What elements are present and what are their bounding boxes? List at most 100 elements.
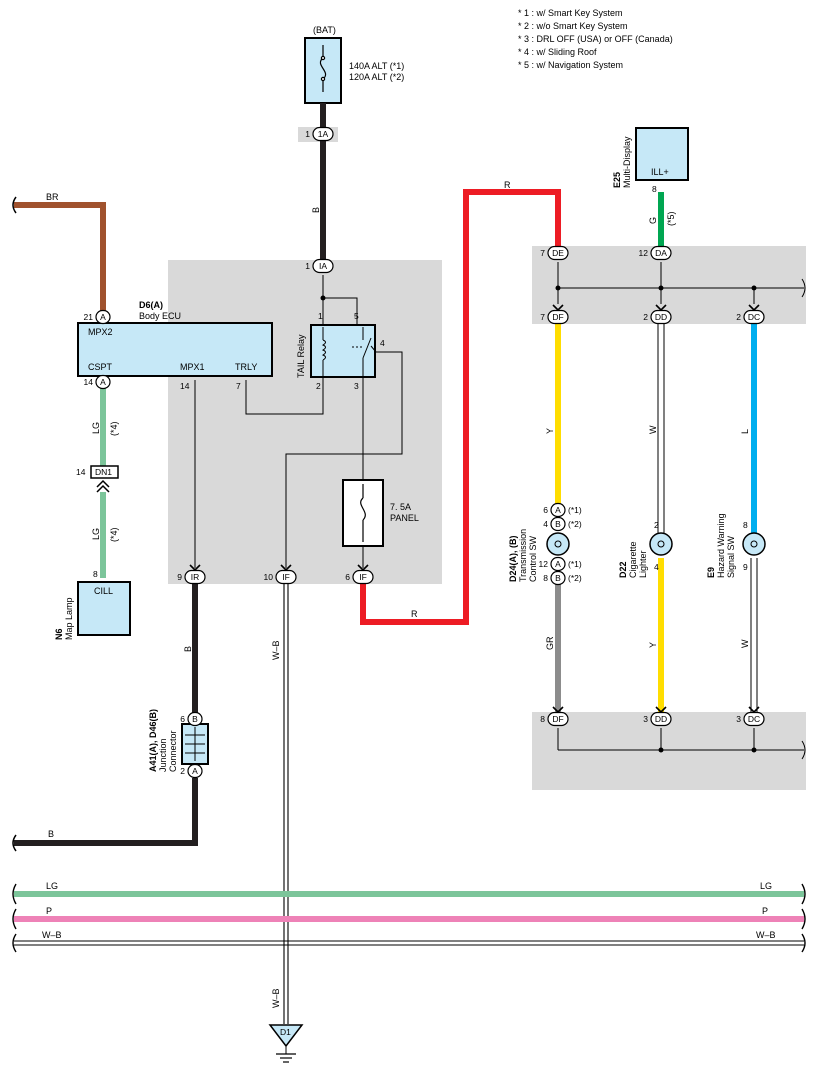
connector-cIF10-chevron-icon [280, 564, 292, 572]
d22-id: D22 [618, 561, 628, 578]
connector-jA-code: A [192, 766, 198, 776]
multi-display-box [635, 127, 689, 181]
wire-label-g: G [648, 217, 658, 224]
map-lamp-box [77, 581, 131, 636]
connector-cIA-code: IA [319, 261, 327, 271]
tail-relay-box [310, 324, 376, 378]
connector-d24a6-note: (*1) [568, 505, 582, 515]
wire-label-lg-lower: LG [91, 528, 101, 540]
connector-d24a12-code: A [555, 559, 561, 569]
multi-display-name: Multi-Display [622, 136, 632, 188]
footnote-2: * 2 : w/o Smart Key System [518, 21, 628, 31]
e9-line1: Hazard Warning [716, 513, 726, 578]
wire-label-wb-lower: W–B [271, 988, 281, 1008]
wire-b-out [14, 778, 198, 846]
connector-cDC3-code: DC [748, 714, 760, 724]
wire-label-lg-upper: LG [91, 422, 101, 434]
wire-label-w-lower: W [740, 639, 750, 648]
d24-line1: Transmission [518, 529, 528, 582]
relay-pin-5: 5 [354, 311, 359, 321]
wire-label-lg-upper-note: (*4) [109, 421, 119, 436]
map-lamp-terminal: CILL [94, 586, 113, 596]
connector-cIA-pin: 1 [305, 261, 310, 271]
wire-label-lg-lower-note: (*4) [109, 527, 119, 542]
footnote-4: * 4 : w/ Sliding Roof [518, 47, 597, 57]
connector-d24b8-note: (*2) [568, 573, 582, 583]
footnote-1: * 1 : w/ Smart Key System [518, 8, 623, 18]
dn1-connector-code: DN1 [95, 467, 112, 477]
wire-label-b-ir: B [183, 646, 193, 652]
bus-label-p-right: P [762, 906, 768, 916]
map-lamp-pin: 8 [93, 569, 98, 579]
connector-cDF7-pin: 7 [540, 312, 545, 322]
connector-d24b8-code: B [555, 573, 561, 583]
connector-c1A_top: 1A1 [305, 126, 334, 142]
e9-id: E9 [706, 567, 716, 578]
connector-cIF6-pin: 6 [345, 572, 350, 582]
d24-line2: Control SW [528, 535, 538, 582]
connector-cIF6-chevron-icon [357, 564, 369, 572]
wire-label-r-top: R [504, 180, 511, 190]
tail-relay-switch-icon [352, 327, 377, 377]
bus-wire-wb [14, 940, 804, 946]
connector-d24a12: A12(*1) [539, 556, 582, 572]
connector-d24a6-pin: 6 [543, 505, 548, 515]
alt-fuse-120a-label: 120A ALT (*2) [349, 72, 404, 82]
d22-pin-bottom: 4 [654, 562, 659, 572]
dn1-connector-box [90, 465, 119, 479]
connector-c1A_top-code: 1A [318, 129, 329, 139]
connector-cDC2: DC2 [736, 304, 765, 325]
connector-cIR: IR9 [177, 564, 206, 585]
body-ecu-id: D6(A) [139, 300, 163, 310]
wire-label-br: BR [46, 192, 59, 202]
connector-cDC3-pin: 3 [736, 714, 741, 724]
connector-d24a6-code: A [555, 505, 561, 515]
bus-wire-breaks [12, 883, 806, 953]
connector-d24b4: B4(*2) [543, 516, 582, 532]
connector-cDC2-pin: 2 [736, 312, 741, 322]
relay-pin-1: 1 [318, 311, 323, 321]
connector-jA-pin: 2 [180, 766, 185, 776]
connector-cDD3: DD3 [643, 706, 672, 727]
connector-cIF6-code: IF [359, 572, 367, 582]
junction-connector-line1: Junction [158, 738, 168, 772]
map-lamp-id: N6 [54, 628, 64, 640]
splice-node-tr-1 [555, 285, 561, 291]
bus-label-lg-right: LG [760, 881, 772, 891]
connector-d6_a14: A14 [84, 374, 111, 390]
wire-w-lower [750, 558, 758, 714]
body-ecu-pin-trly: 7 [236, 381, 241, 391]
connector-d24a6: A6 (*1) [543, 502, 582, 518]
body-ecu-cspt: CSPT [88, 362, 113, 372]
connector-cDE: DE7 [540, 245, 569, 261]
body-ecu-mpx2: MPX2 [88, 327, 113, 337]
map-lamp-name: Map Lamp [64, 597, 74, 640]
e9-line2: Signal SW [726, 535, 736, 578]
d22-pin-top: 2 [654, 520, 659, 530]
dn1-connector-pin: 14 [76, 467, 86, 477]
footnote-3: * 3 : DRL OFF (USA) or OFF (Canada) [518, 34, 673, 44]
connector-cIR-pin: 9 [177, 572, 182, 582]
internal-wiring-bottom-right [557, 728, 806, 760]
d22-line1: Cigarette [628, 541, 638, 578]
wire-break-b [12, 834, 17, 852]
connector-cIR-chevron-icon [189, 564, 201, 572]
multi-display-pin: 8 [652, 184, 657, 194]
body-ecu-box [77, 322, 273, 377]
connector-cDF8-code: DF [552, 714, 563, 724]
e9-pin-top: 8 [743, 520, 748, 530]
wire-label-l: L [740, 429, 750, 434]
connector-d24a12-pin: 12 [539, 559, 549, 569]
connector-jB-pin: 6 [180, 714, 185, 724]
connector-cDD2-code: DD [655, 312, 667, 322]
connector-cDD2-pin: 2 [643, 312, 648, 322]
connector-cDD3-pin: 3 [643, 714, 648, 724]
body-ecu-pin-mpx1: 14 [180, 381, 190, 391]
connector-cDA-pin: 12 [639, 248, 649, 258]
multi-display-id: E25 [612, 172, 622, 188]
d24-switch-icon [546, 532, 570, 556]
connector-cDD2: DD 2 [643, 304, 672, 325]
